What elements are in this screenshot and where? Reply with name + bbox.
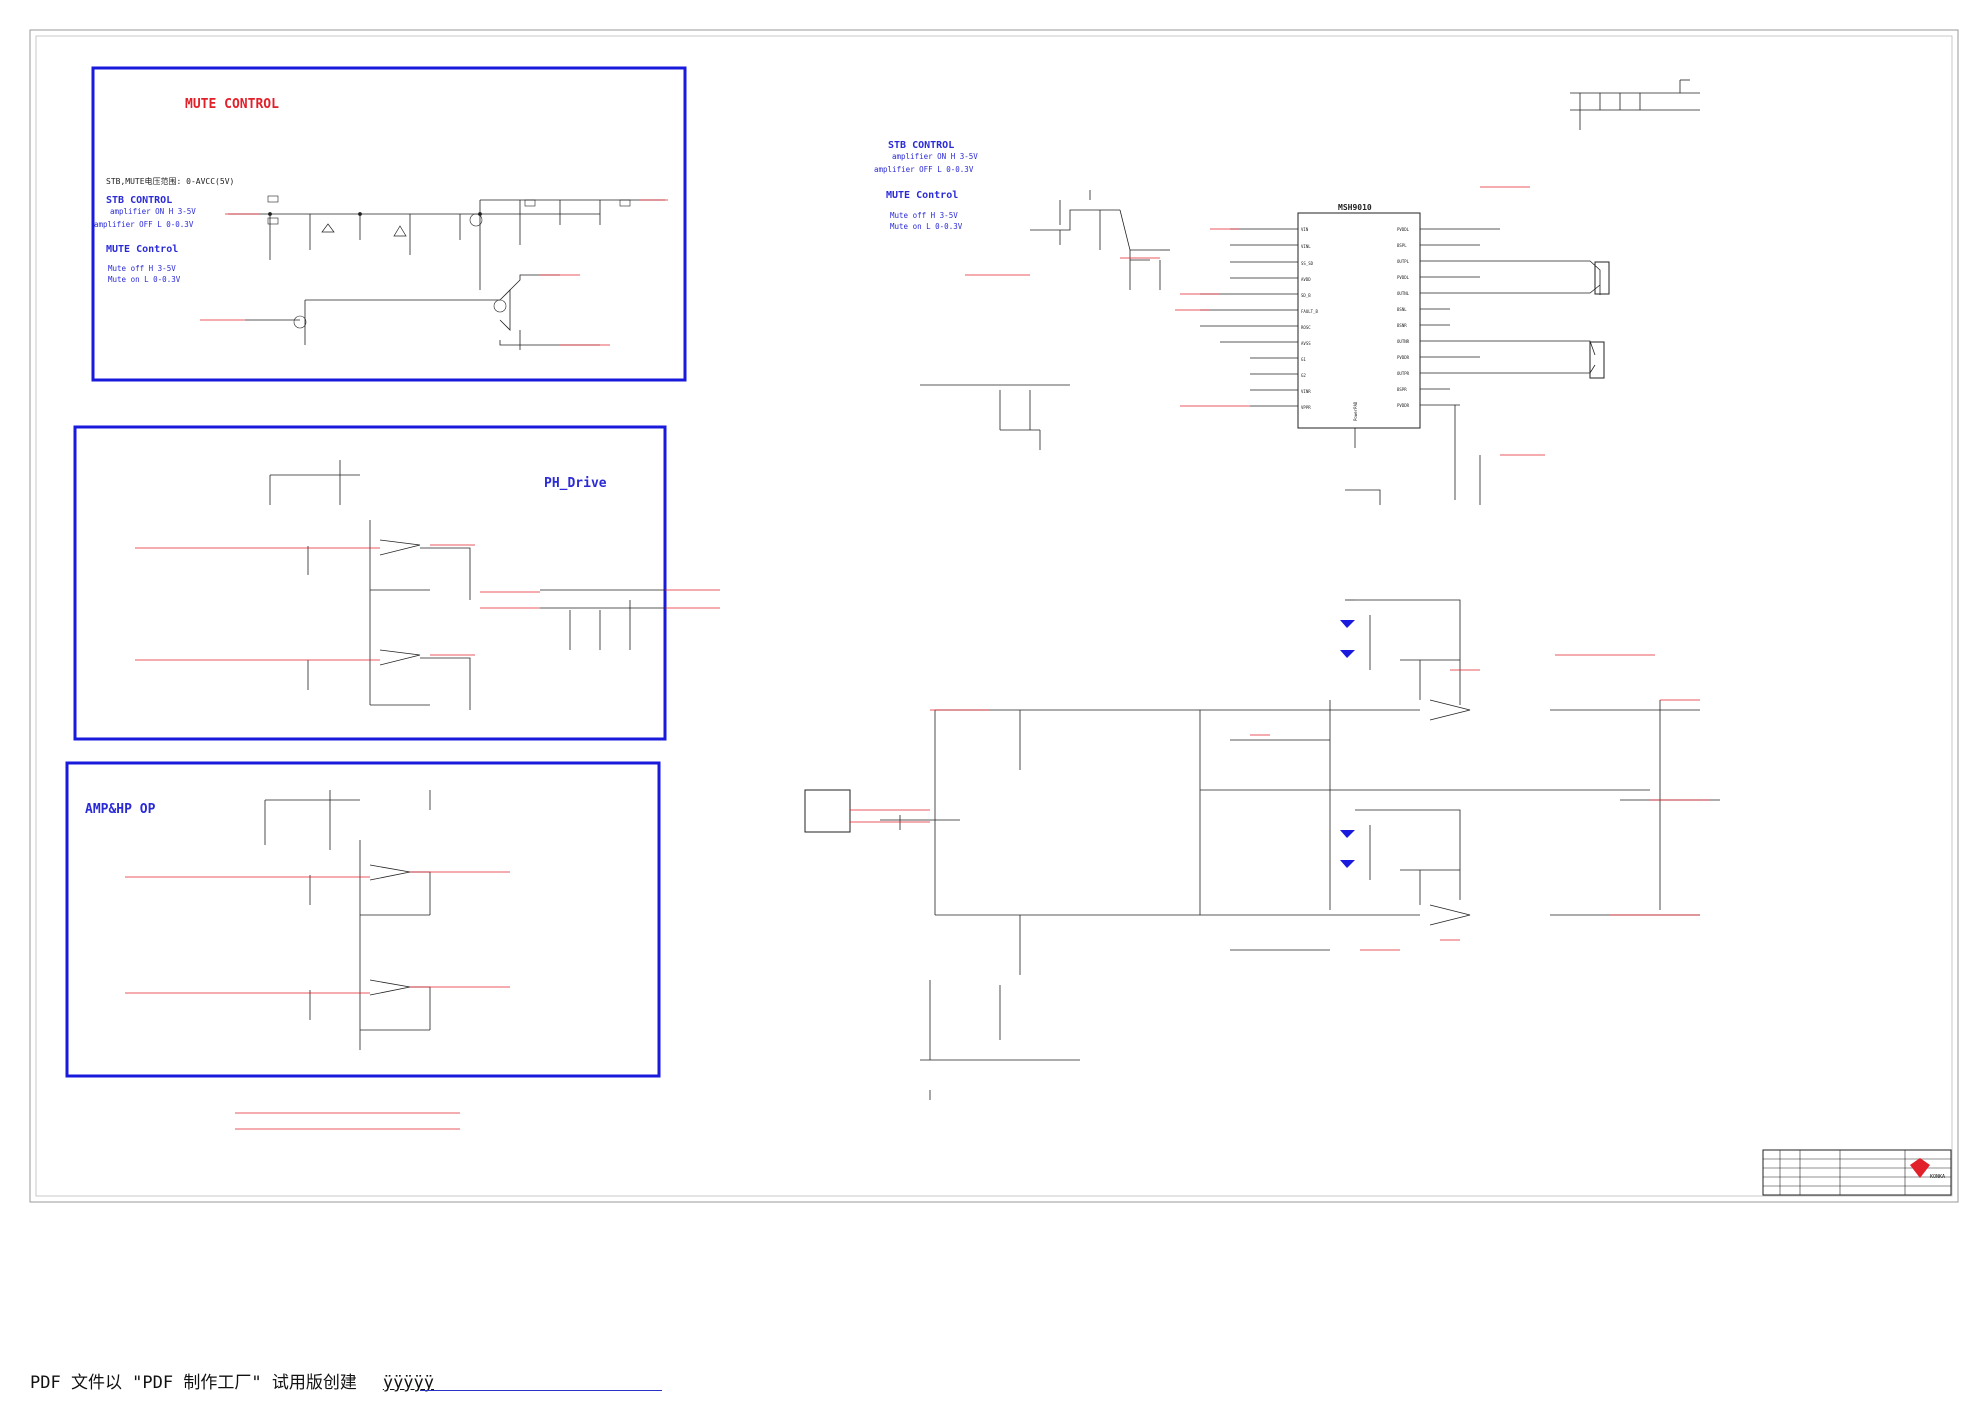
stb-control-right-block: STB CONTROL amplifier ON H 3-5V amplifie…	[874, 140, 1170, 450]
title-block: KONKA	[1762, 1149, 1952, 1196]
amp-hp-op-frame	[65, 761, 661, 1078]
mute-heading: MUTE Control	[106, 244, 178, 255]
ic-right-pin-2: OUTPL	[1397, 259, 1410, 264]
ic-right-pin-3: PVDDL	[1397, 275, 1410, 280]
footer-underline	[420, 1390, 662, 1391]
mute-control-block: MUTE CONTROL STB,MUTE电压范围: 0-AVCC(5V) ST…	[91, 66, 687, 382]
sheet-outer-border	[29, 29, 1959, 1203]
ic-bottom-pin: PowerPAD	[1353, 401, 1358, 421]
mute-on-text: Mute on L 0-0.3V	[108, 275, 181, 284]
headphone-jack-xs203	[804, 789, 851, 833]
stb-control-heading: STB CONTROL	[106, 195, 172, 206]
ic-left-pin-8: G1	[1301, 357, 1306, 362]
mute-control-right-off: Mute off H 3-5V	[890, 211, 958, 220]
ic-right-pin-4: OUTNL	[1397, 291, 1410, 296]
ic-left-pin-11: VPPR	[1301, 405, 1311, 410]
mute-off-text: Mute off H 3-5V	[108, 264, 176, 273]
konka-logo-icon	[1910, 1158, 1930, 1178]
ic-left-pin-1: VINL	[1301, 244, 1311, 249]
stb-control-right-heading: STB CONTROL	[888, 140, 954, 151]
ic-right-pin-1: BSPL	[1397, 243, 1407, 248]
amplifier-ic-body	[1297, 212, 1421, 429]
ic-left-pin-9: G2	[1301, 373, 1306, 378]
ic-left-pin-7: AVSS	[1301, 341, 1311, 346]
amp-hp-op-title: AMP&HP OP	[85, 802, 156, 817]
title-block-company: KONKA	[1930, 1174, 1945, 1180]
sheet-inner-border	[35, 35, 1953, 1197]
ic-left-pin-3: AVDD	[1301, 277, 1311, 282]
stb-control-right-off: amplifier OFF L 0-0.3V	[874, 165, 974, 174]
amp-hp-op-block: AMP&HP OP	[65, 761, 661, 1078]
mute-control-right-heading: MUTE Control	[886, 190, 958, 201]
mute-control-note: STB,MUTE电压范围: 0-AVCC(5V)	[106, 176, 234, 186]
ic-right-pin-6: BSNR	[1397, 323, 1407, 328]
ic-left-pin-6: ROSC	[1301, 325, 1311, 330]
stb-on-text: amplifier ON H 3-5V	[110, 207, 196, 216]
ic-right-pin-10: BSPR	[1397, 387, 1407, 392]
ic-left-pin-5: FAULT_B	[1301, 309, 1318, 314]
ph-drive-block: PH_Drive	[73, 425, 720, 741]
footer-text: PDF 文件以 "PDF 制作工厂" 试用版创建	[30, 1373, 357, 1393]
ic-left-pin-10: VINR	[1301, 389, 1311, 394]
headphone-amp-block	[804, 599, 1720, 1100]
connector-xs202	[1589, 341, 1605, 379]
ic-right-pin-5: BSNL	[1397, 307, 1407, 312]
footer-note: PDF 文件以 "PDF 制作工厂" 试用版创建 ÿÿÿÿÿ	[30, 1368, 434, 1393]
mute-control-title: MUTE CONTROL	[185, 97, 279, 112]
ic-right-pin-8: PVDDR	[1397, 355, 1410, 360]
stb-control-right-on: amplifier ON H 3-5V	[892, 152, 978, 161]
ic-left-pin-4: SD_B	[1301, 293, 1311, 298]
amplifier-ic-block: MSH9010 VIN VINL SS_SD AVDD SD_B FAULT_B…	[1175, 79, 1700, 505]
ic-right-pin-11: PVDDR	[1397, 403, 1410, 408]
ic-right-pin-9: OUTPR	[1397, 371, 1410, 376]
amplifier-ic-name: MSH9010	[1338, 203, 1372, 212]
ph-drive-frame	[73, 425, 667, 741]
mute-control-right-on: Mute on L 0-0.3V	[890, 222, 963, 231]
connector-xs201	[1594, 261, 1610, 295]
mute-control-frame	[91, 66, 687, 382]
ic-left-pin-0: VIN	[1301, 227, 1309, 232]
ic-right-pin-7: OUTNR	[1397, 339, 1410, 344]
aux-nets	[235, 1112, 460, 1130]
ph-drive-title: PH_Drive	[544, 476, 607, 491]
ic-left-pin-2: SS_SD	[1301, 261, 1314, 266]
footer-link[interactable]: ÿÿÿÿÿ	[382, 1373, 435, 1393]
ic-right-pin-0: PVDDL	[1397, 227, 1410, 232]
stb-off-text: amplifier OFF L 0-0.3V	[94, 220, 194, 229]
